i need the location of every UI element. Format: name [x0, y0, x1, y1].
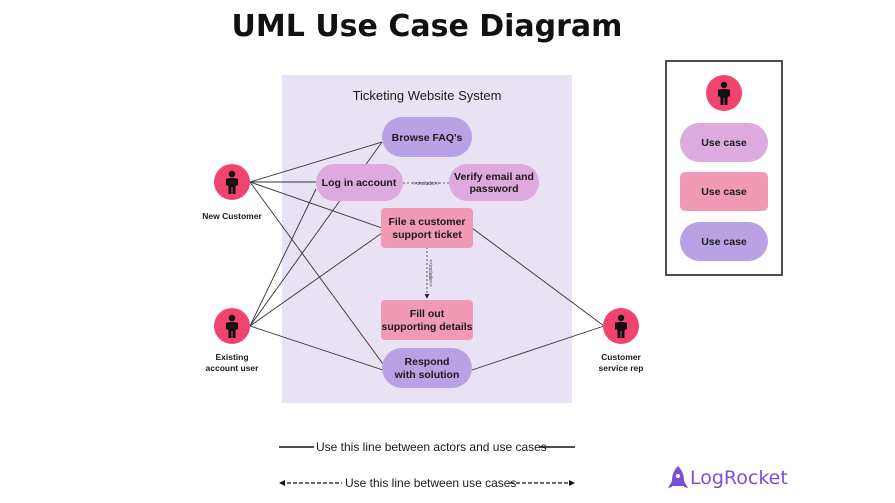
line-legend-label: Use this line between use cases [345, 476, 516, 490]
actor-label: Existing [215, 352, 248, 362]
use-case-file-ticket[interactable]: File a customer support ticket [381, 208, 473, 248]
use-case-respond[interactable]: Respond with solution [382, 348, 472, 388]
line-legend-solid: Use this line between actors and use cas… [279, 440, 575, 454]
legend-label: Use case [701, 186, 747, 198]
association-line [249, 141, 383, 183]
use-case-label: Browse FAQ's [392, 132, 463, 144]
use-case-label: Log in account [322, 177, 397, 189]
use-case-label: supporting details [381, 321, 472, 333]
use-case-verify[interactable]: Verify email and password [449, 164, 539, 201]
include-relations: <<include>> <<include>> [403, 181, 449, 299]
use-case-log-in[interactable]: Log in account [316, 164, 403, 201]
use-case-label: Fill out [410, 308, 445, 320]
actor-new-customer[interactable]: New Customer [202, 164, 262, 221]
legend-use-case-purple: Use case [680, 222, 768, 261]
legend-label: Use case [701, 137, 747, 149]
use-case-label: Verify email and [454, 171, 534, 183]
rocket-icon [668, 466, 688, 488]
association-lines [249, 141, 605, 371]
system-label: Ticketing Website System [353, 88, 502, 103]
line-legend-label: Use this line between actors and use cas… [316, 440, 547, 454]
association-line [249, 325, 384, 371]
include-label: <<include>> [412, 181, 440, 187]
legend: Use case Use case Use case [665, 60, 783, 276]
association-line [249, 181, 384, 365]
include-label: <<include>> [427, 259, 433, 287]
use-case-label: support ticket [392, 229, 462, 241]
logrocket-logo: LogRocket [668, 466, 788, 489]
use-case-label: Respond [405, 356, 450, 368]
association-line [471, 325, 605, 371]
use-case-label: password [469, 183, 518, 195]
use-case-browse-faq[interactable]: Browse FAQ's [382, 117, 472, 157]
use-case-label: with solution [394, 369, 460, 381]
actor-label: service rep [599, 363, 644, 373]
line-legend-dashed: Use this line between use cases [279, 476, 575, 490]
association-line [249, 232, 383, 327]
brand-name: LogRocket [690, 467, 788, 489]
association-line [249, 181, 383, 229]
actor-existing-user[interactable]: Existing account user [206, 308, 260, 373]
legend-use-case-oval: Use case [680, 123, 768, 162]
use-case-label: File a customer [388, 216, 465, 228]
actor-label: New Customer [202, 211, 262, 221]
use-case-fill-details[interactable]: Fill out supporting details [381, 300, 473, 340]
page-title: UML Use Case Diagram [232, 9, 623, 44]
legend-label: Use case [701, 236, 747, 248]
actor-label: account user [206, 363, 260, 373]
actor-service-rep[interactable]: Customer service rep [599, 308, 644, 373]
association-line [249, 188, 317, 327]
legend-use-case-rect: Use case [680, 172, 768, 211]
association-line [471, 227, 605, 327]
actor-label: Customer [601, 352, 641, 362]
